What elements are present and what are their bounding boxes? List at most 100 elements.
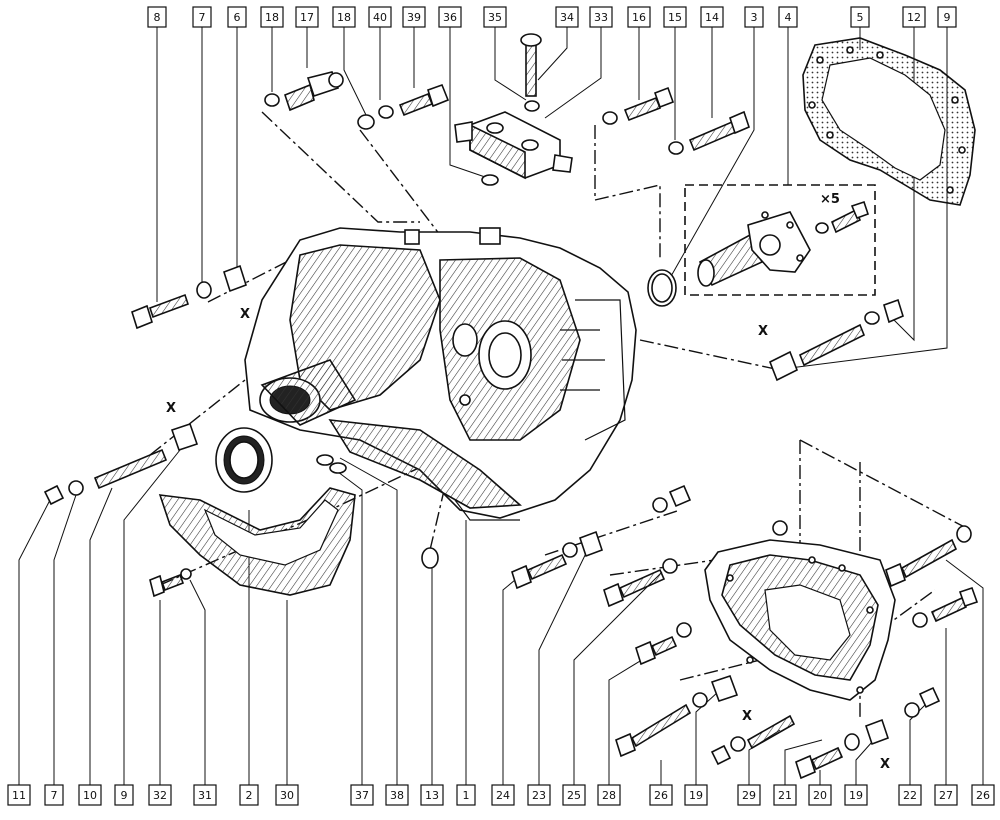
seal-2 [215,427,273,493]
callout-37: 37 [350,784,374,806]
nut-11 [43,484,65,506]
svg-text:7: 7 [51,789,58,802]
svg-text:X: X [742,709,752,724]
callout-32: 32 [148,784,172,806]
callout-row-bottom: 11 7 10 9 32 31 2 30 37 38 13 1 24 23 25… [7,784,995,806]
callout-3: 3 [744,6,764,28]
svg-text:X: X [758,324,768,339]
gearbox-housing [244,227,637,521]
svg-text:39: 39 [407,11,421,24]
svg-text:2: 2 [246,789,253,802]
callout-15: 15 [663,6,687,28]
callout-33: 33 [589,6,613,28]
left-fasteners-bottom: X [43,401,199,506]
callout-25: 25 [562,784,586,806]
svg-text:37: 37 [355,789,369,802]
callout-19-b: 19 [844,784,868,806]
bolt-26-b [885,538,958,588]
top-fasteners [264,33,750,186]
callout-40: 40 [368,6,392,28]
callout-35: 35 [483,6,507,28]
callout-29: 29 [737,784,761,806]
callout-17: 17 [295,6,319,28]
sleeve-9 [170,422,199,452]
callout-18-a: 18 [260,6,284,28]
callout-28: 28 [597,784,621,806]
svg-text:15: 15 [668,11,682,24]
svg-text:12: 12 [907,11,921,24]
bolt-24 [511,553,568,590]
svg-text:21: 21 [778,789,792,802]
sleeve-19-b [864,718,890,746]
sleeve-6 [223,264,247,293]
svg-text:23: 23 [532,789,546,802]
svg-text:1: 1 [463,789,470,802]
callout-8: 8 [147,6,167,28]
callout-31: 31 [193,784,217,806]
svg-text:8: 8 [154,11,161,24]
svg-text:4: 4 [785,11,792,24]
callout-20: 20 [808,784,832,806]
svg-text:7: 7 [199,11,206,24]
bolt-14 [688,110,750,152]
cover-30 [158,487,356,596]
mount-block-33 [454,111,573,180]
washer-21 [844,733,860,751]
svg-text:25: 25 [567,789,581,802]
bolt-16 [623,86,675,122]
bolt-28 [603,568,666,608]
washer-18-a [264,93,280,107]
bolt-32 [149,573,185,598]
svg-text:26: 26 [654,789,668,802]
svg-text:×5: ×5 [820,192,840,207]
svg-text:18: 18 [337,11,351,24]
svg-text:10: 10 [83,789,97,802]
svg-text:9: 9 [121,789,128,802]
svg-text:X: X [880,757,890,772]
callout-4: 4 [778,6,798,28]
svg-text:22: 22 [903,789,917,802]
clip-37-38 [316,454,347,474]
washer-7-b [68,480,84,496]
svg-text:5: 5 [857,11,864,24]
pin-34 [520,33,542,97]
svg-text:29: 29 [742,789,756,802]
callout-7: 7 [192,6,212,28]
bolt-27 [930,586,979,623]
callout-24: 24 [491,784,515,806]
svg-text:9: 9 [944,11,951,24]
svg-text:16: 16 [632,11,646,24]
washer-7 [196,281,212,299]
svg-text:34: 34 [560,11,574,24]
washer-16 [602,111,618,125]
callout-38: 38 [385,784,409,806]
callout-5: 5 [850,6,870,28]
svg-text:13: 13 [425,789,439,802]
svg-text:14: 14 [705,11,719,24]
callout-9: 9 [937,6,957,28]
callout-12: 12 [902,6,926,28]
callout-11: 11 [7,784,31,806]
callout-6: 6 [227,6,247,28]
svg-text:6: 6 [234,11,241,24]
svg-text:17: 17 [300,11,314,24]
stud-29 [746,714,796,750]
callout-34: 34 [555,6,579,28]
callout-1: 1 [456,784,476,806]
callout-10: 10 [78,784,102,806]
svg-text:35: 35 [488,11,502,24]
callout-2: 2 [239,784,259,806]
svg-text:31: 31 [198,789,212,802]
svg-text:18: 18 [265,11,279,24]
callout-16: 16 [627,6,651,28]
washer-15 [668,141,684,155]
svg-text:24: 24 [496,789,510,802]
bolt-28-b [635,635,678,666]
svg-text:19: 19 [849,789,863,802]
washer-13 [421,547,439,569]
washer-40 [378,105,394,119]
callout-13: 13 [420,784,444,806]
svg-text:33: 33 [594,11,608,24]
callout-22: 22 [898,784,922,806]
